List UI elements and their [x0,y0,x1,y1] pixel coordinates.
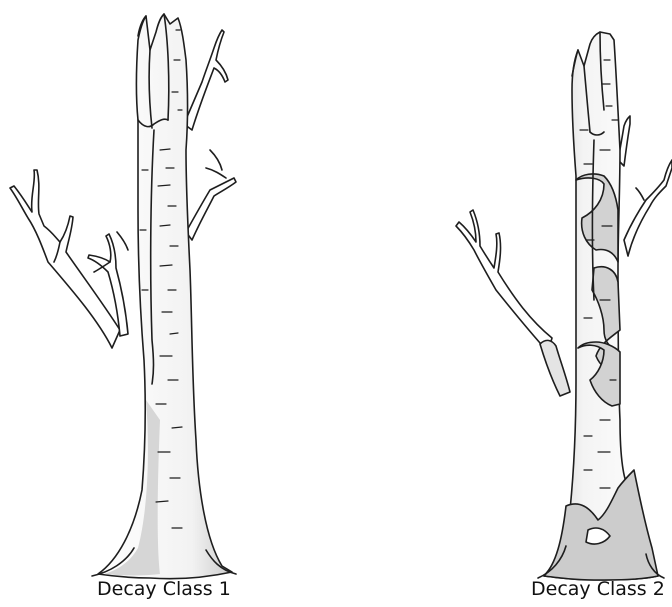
right-upper-branch [184,30,228,130]
caption-decay-class-2: Decay Class 2 [531,578,665,600]
left-branch [456,210,552,352]
right-branch [186,178,236,240]
tree-decay-class-1 [10,14,236,579]
broken-branch-stub [540,340,570,396]
tree-decay-class-2 [456,32,672,580]
right-branch [624,160,672,256]
caption-decay-class-1: Decay Class 1 [97,578,231,600]
